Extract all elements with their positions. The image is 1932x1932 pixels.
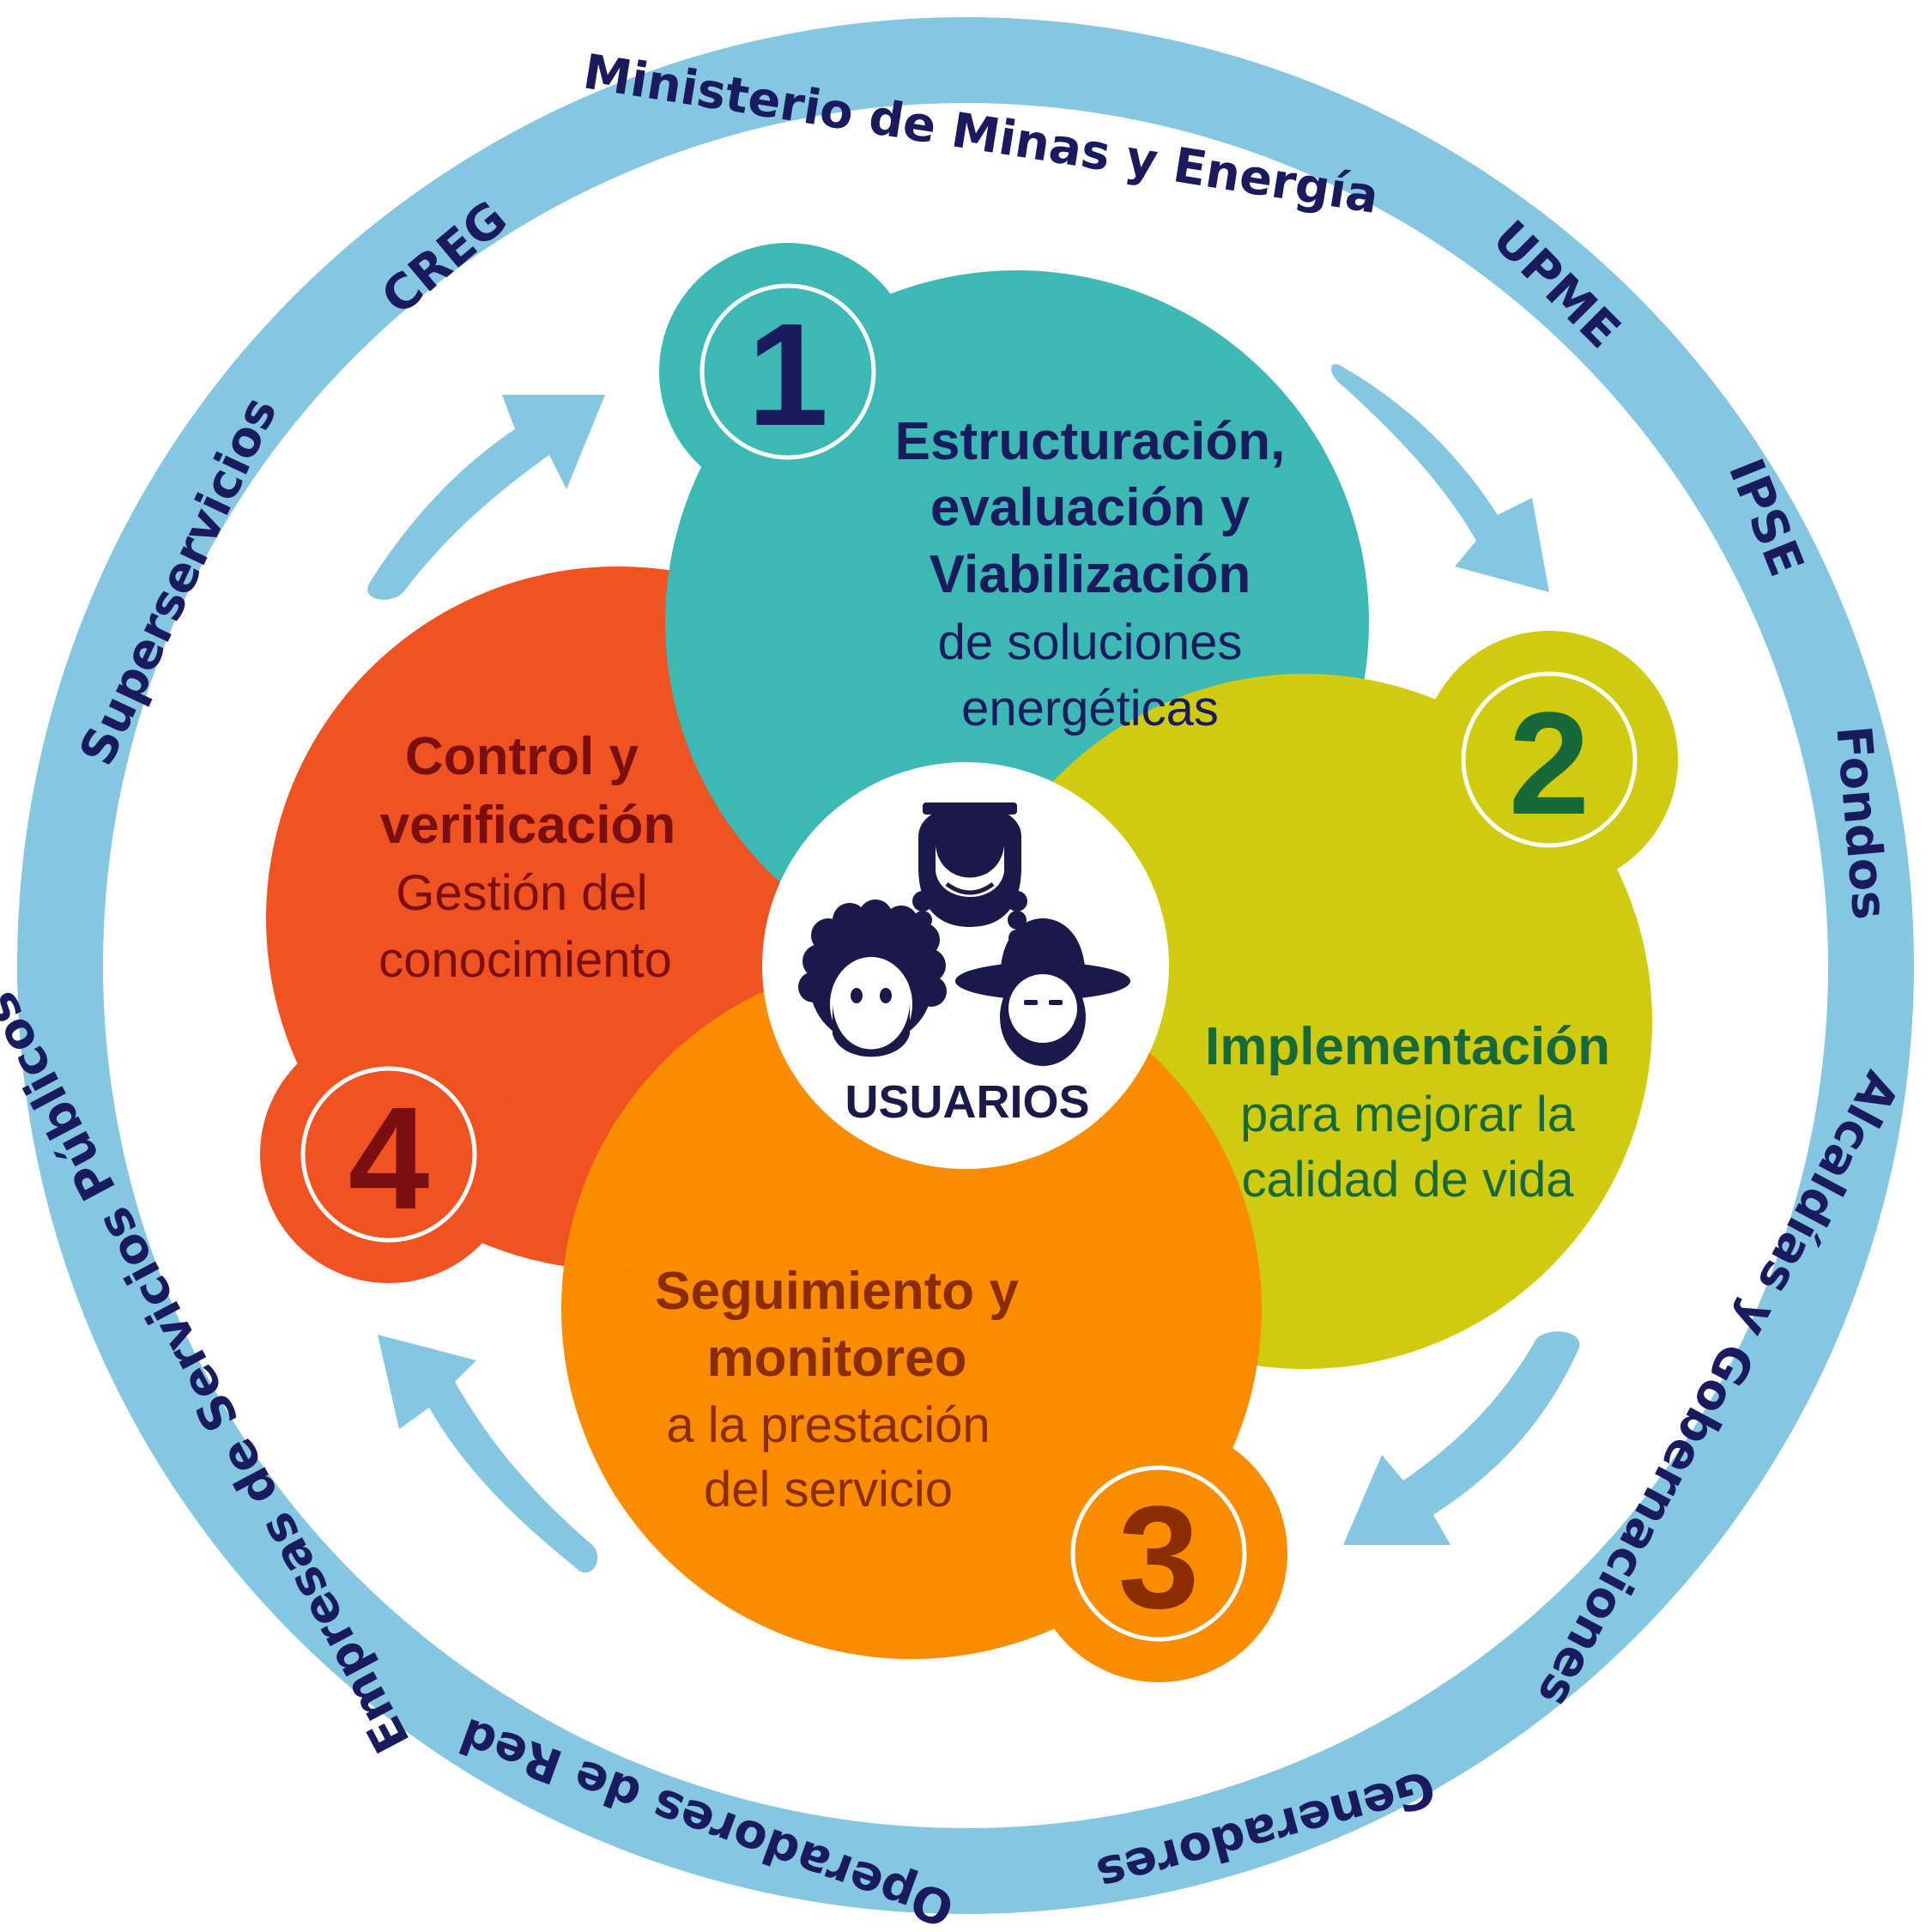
stage-1-badge-ring	[700, 283, 876, 460]
arrow-bottom-right	[1343, 1331, 1580, 1545]
stage-1-title-line-3: Viabilización	[930, 545, 1251, 604]
stage-2-badge	[1420, 631, 1678, 888]
arrow-bottom-left	[378, 1335, 598, 1573]
stage-3-desc-line-2: del servicio	[704, 1462, 953, 1517]
stage-4-badge	[260, 1026, 518, 1283]
cycle-arrows	[367, 364, 1580, 1573]
stage-3-title-line-1: Seguimiento y	[655, 1262, 1019, 1321]
stage-4-number: 4	[348, 1077, 430, 1240]
stage-1-number: 1	[748, 294, 829, 457]
stage-4-badge-ring	[300, 1066, 477, 1243]
stage-3-badge	[1030, 1425, 1287, 1682]
curly-hair-man-icon	[798, 899, 947, 1057]
stage-2-badge-ring	[1461, 671, 1638, 848]
outer-ring	[17, 17, 1914, 1914]
users-label: USUARIOS	[845, 1076, 1089, 1128]
users-circle	[762, 762, 1169, 1169]
stage-2-number: 2	[1509, 682, 1590, 845]
stage-3-desc-line-1: a la prestación	[666, 1397, 990, 1453]
stage-4-desc-line-2: conocimiento	[379, 932, 672, 988]
stage-1-title-line-1: Estructuración,	[895, 412, 1286, 471]
stage-2-text: Implementación para mejorar la calidad d…	[1205, 1017, 1610, 1208]
stage-1-text: Estructuración, evaluación y Viabilizaci…	[895, 412, 1286, 736]
users-center: USUARIOS	[762, 762, 1169, 1169]
stage-3-badge-ring	[1070, 1465, 1247, 1642]
stage-3-text: Seguimiento y monitoreo a la prestación …	[655, 1262, 1019, 1517]
stage-4-title-line-1: Control y	[405, 727, 639, 786]
stage-1-badge	[659, 243, 917, 500]
stage-3-number: 3	[1118, 1476, 1200, 1639]
stage-2-desc-line-1: para mejorar la	[1240, 1087, 1576, 1142]
arrow-top-left	[367, 395, 605, 600]
stage-1-desc-line-2: energéticas	[961, 681, 1219, 736]
stage-1-title-line-2: evaluación y	[930, 478, 1251, 537]
stage-4-title-line-2: verificación	[380, 796, 676, 855]
stage-3-title-line-2: monitoreo	[706, 1329, 966, 1388]
stage-4-desc-line-1: Gestión del	[396, 865, 647, 921]
stage-1-overlay	[665, 566, 970, 974]
arrow-top-right	[1330, 364, 1549, 592]
woman-with-braids-icon	[912, 802, 1027, 947]
stage-2-title-line-1: Implementación	[1205, 1017, 1610, 1076]
ring-label-operadores: Operadores de Red	[452, 1706, 960, 1932]
stage-1-desc-line-1: de soluciones	[938, 615, 1243, 670]
man-with-hat-icon	[955, 918, 1130, 1066]
stage-2-desc-line-2: calidad de vida	[1242, 1152, 1575, 1208]
stage-4-text: Control y verificación Gestión del conoc…	[379, 727, 675, 988]
stage-3-overlay	[561, 959, 970, 1270]
